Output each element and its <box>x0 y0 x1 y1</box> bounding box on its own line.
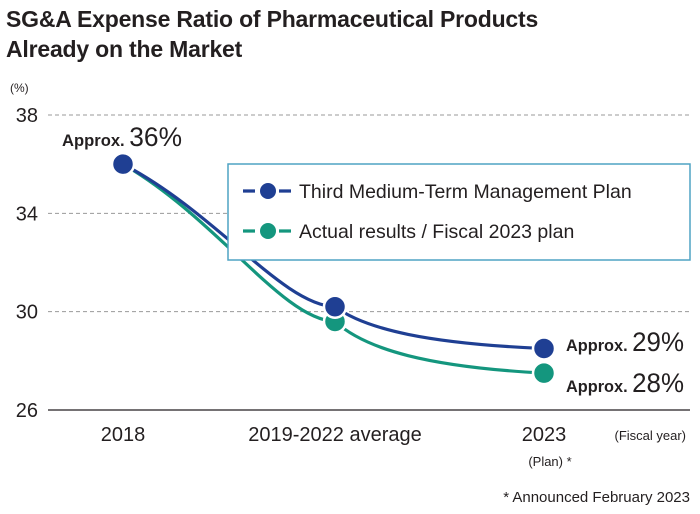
legend-marker-0 <box>260 183 276 199</box>
chart-title-line-2: Already on the Market <box>6 36 243 62</box>
chart-title-line-1: SG&A Expense Ratio of Pharmaceutical Pro… <box>6 6 539 32</box>
annotation-value-2: 28% <box>632 368 684 398</box>
annotation-value-0: 36% <box>129 122 182 152</box>
annotation-value-1: 29% <box>632 327 684 357</box>
footnote: * Announced February 2023 <box>503 489 690 506</box>
annotation-label-2: Approx. 28% <box>566 368 684 398</box>
annotation-prefix-2: Approx. <box>566 377 632 396</box>
annotation-prefix-1: Approx. <box>566 336 632 355</box>
data-point-s0-2 <box>531 336 557 361</box>
y-tick-label-26: 26 <box>16 400 38 422</box>
data-point-s0-1 <box>322 294 348 319</box>
annotation-label-1: Approx. 29% <box>566 327 684 357</box>
x-tick-label-0: 2018 <box>101 424 146 446</box>
y-axis-unit: (%) <box>10 81 29 95</box>
legend-label-1: Actual results / Fiscal 2023 plan <box>299 221 574 243</box>
annotation-label-0: Approx. 36% <box>62 122 182 152</box>
y-tick-label-30: 30 <box>16 302 38 324</box>
x-axis-unit: (Fiscal year) <box>614 428 686 443</box>
legend-box <box>227 163 691 261</box>
x-tick-label-1: 2019-2022 average <box>248 424 421 446</box>
x-tick-label-2: 2023 <box>522 424 567 446</box>
data-point-s0-0 <box>110 151 136 177</box>
annotation-prefix-0: Approx. <box>62 131 129 150</box>
chart-title: SG&A Expense Ratio of Pharmaceutical Pro… <box>6 4 538 64</box>
y-tick-label-34: 34 <box>16 203 38 225</box>
legend-marker-1 <box>260 223 276 239</box>
y-tick-label-38: 38 <box>16 105 38 127</box>
x-tick-sublabel-2: (Plan) * <box>528 454 571 469</box>
legend-label-0: Third Medium-Term Management Plan <box>299 181 632 203</box>
data-point-s1-2 <box>531 360 557 386</box>
